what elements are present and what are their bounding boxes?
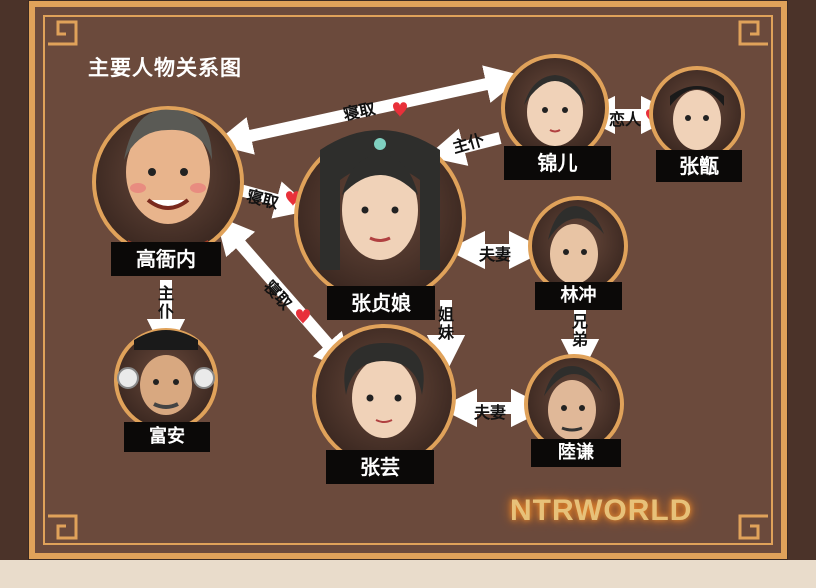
arrow-gao-jiner <box>213 65 524 155</box>
label-zhangyun-luqian: 夫妻 <box>474 403 507 422</box>
floor-strip <box>0 560 816 588</box>
portrait-lin-chong <box>528 196 628 296</box>
portraits <box>92 54 745 468</box>
watermark-logo: NTRWORLD <box>510 494 693 527</box>
name-zhang-yun: 张芸 <box>326 450 434 484</box>
arrow-jiner-zhenniang <box>426 128 502 166</box>
corner-ornaments <box>48 20 768 540</box>
diagram-title: 主要人物关系图 <box>88 55 242 80</box>
portrait-zhang-zhenniang <box>294 130 466 304</box>
name-lu-qian: 陸谦 <box>531 439 621 467</box>
heart-icon <box>286 191 300 206</box>
label-zhenniang-linchong: 夫妻 <box>479 245 512 264</box>
portrait-fu-an <box>114 328 218 432</box>
name-gao-yanei: 高衙内 <box>111 242 221 276</box>
name-zhang-zhenniang: 张贞娘 <box>327 286 435 320</box>
label-gao-fuan: 主仆 <box>157 284 174 321</box>
portrait-zhang-yun <box>312 324 456 468</box>
name-lin-chong: 林冲 <box>535 282 622 310</box>
arrow-gao-zhangyun <box>215 215 353 373</box>
portrait-zhang-fan <box>649 66 745 162</box>
name-zhang-fan: 张甑 <box>656 150 742 182</box>
arrow-gao-zhenniang <box>238 181 314 219</box>
portrait-jiner <box>501 54 609 162</box>
name-fu-an: 富安 <box>124 422 210 452</box>
left-pillar <box>0 0 28 588</box>
right-pillar <box>788 0 816 588</box>
portrait-lu-qian <box>524 354 624 454</box>
relation-arrows <box>146 65 680 428</box>
label-linchong-luqian: 兄弟 <box>571 312 588 349</box>
label-jiner-zhangfan: 恋人 <box>609 110 642 129</box>
portrait-gao-yanei <box>92 106 244 258</box>
heart-icon <box>393 102 407 117</box>
heart-icon <box>296 309 310 324</box>
board-inner-frame <box>43 15 773 545</box>
name-jiner: 锦儿 <box>504 146 611 180</box>
label-zhenniang-zhangyun: 姐妹 <box>437 305 454 342</box>
